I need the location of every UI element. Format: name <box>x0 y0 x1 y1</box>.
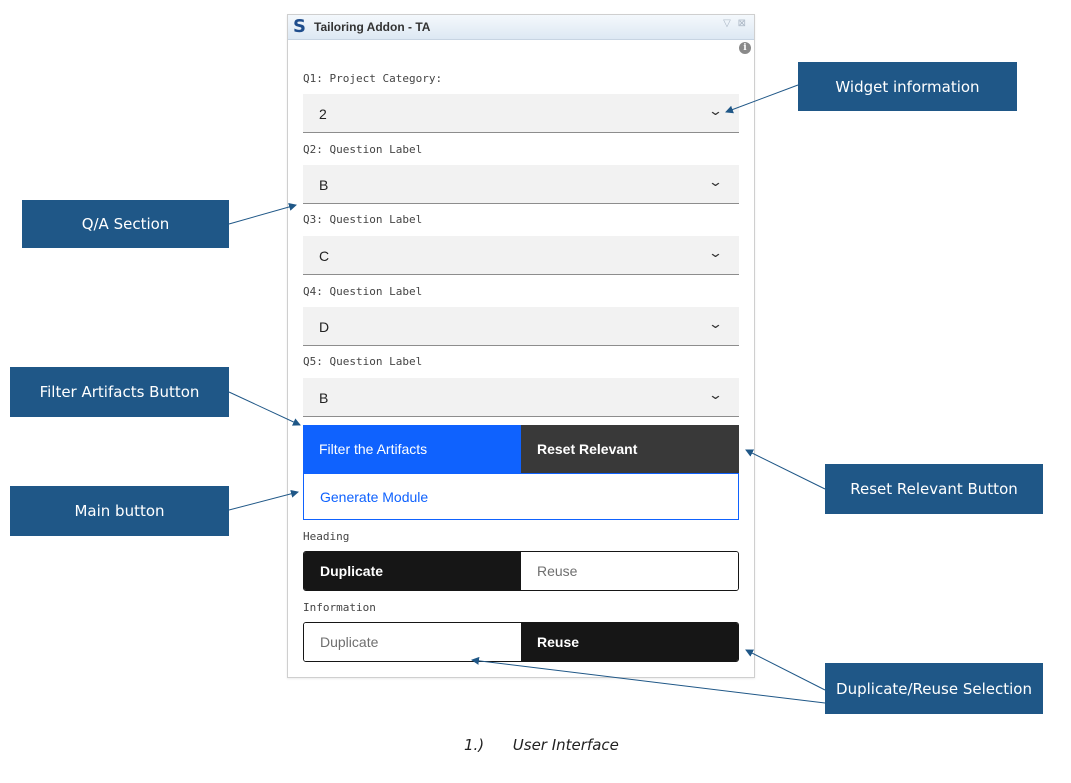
app-logo-icon: S <box>293 16 306 37</box>
select-value: D <box>319 319 330 335</box>
question-select-2[interactable]: B ⌄ <box>303 165 739 204</box>
information-toggle: Duplicate Reuse <box>303 622 739 662</box>
arrow-reset-button <box>745 449 826 490</box>
arrow-qa-section <box>228 203 297 225</box>
chevron-down-icon: ⌄ <box>707 174 724 189</box>
generate-module-button[interactable]: Generate Module <box>303 473 739 520</box>
question-label-3: Q3: Question Label <box>303 213 423 226</box>
chevron-down-icon: ⌄ <box>707 103 724 118</box>
callout-duplicate-reuse: Duplicate/Reuse Selection <box>825 663 1043 714</box>
question-label-4: Q4: Question Label <box>303 285 423 298</box>
question-label-1: Q1: Project Category: <box>303 72 443 85</box>
information-duplicate-option[interactable]: Duplicate <box>304 623 522 661</box>
info-icon[interactable]: i <box>739 42 751 54</box>
tailoring-addon-widget: S Tailoring Addon - TA ▽ ⊠ i Q1: Project… <box>287 14 755 678</box>
widget-titlebar: S Tailoring Addon - TA ▽ ⊠ <box>288 15 754 40</box>
question-label-5: Q5: Question Label <box>303 355 423 368</box>
figure-caption: 1.) User Interface <box>464 736 619 754</box>
callout-widget-information: Widget information <box>798 62 1017 111</box>
select-value: C <box>319 248 330 264</box>
question-select-1[interactable]: 2 ⌄ <box>303 94 739 133</box>
arrow-dup-reuse-right <box>745 649 826 691</box>
reset-relevant-button[interactable]: Reset Relevant <box>521 425 739 473</box>
question-label-2: Q2: Question Label <box>303 143 423 156</box>
heading-reuse-option[interactable]: Reuse <box>521 552 738 590</box>
chevron-down-icon: ⌄ <box>707 245 724 260</box>
arrow-main-button <box>228 489 299 511</box>
information-reuse-option[interactable]: Reuse <box>521 623 738 661</box>
filter-artifacts-button[interactable]: Filter the Artifacts <box>303 425 521 473</box>
select-value: B <box>319 390 329 406</box>
chevron-down-icon: ⌄ <box>707 387 724 402</box>
select-value: B <box>319 177 329 193</box>
arrow-dup-reuse-left <box>471 656 826 704</box>
callout-filter-artifacts: Filter Artifacts Button <box>10 367 229 417</box>
callout-reset-relevant: Reset Relevant Button <box>825 464 1043 514</box>
arrow-filter-button <box>228 391 301 426</box>
window-controls-icon[interactable]: ▽ ⊠ <box>723 18 748 29</box>
callout-qa-section: Q/A Section <box>22 200 229 248</box>
callout-main-button: Main button <box>10 486 229 536</box>
select-value: 2 <box>319 106 327 122</box>
question-select-5[interactable]: B ⌄ <box>303 378 739 417</box>
information-label: Information <box>303 601 376 614</box>
heading-toggle: Duplicate Reuse <box>303 551 739 591</box>
question-select-3[interactable]: C ⌄ <box>303 236 739 275</box>
heading-duplicate-option[interactable]: Duplicate <box>304 552 522 590</box>
widget-title: Tailoring Addon - TA <box>314 20 431 34</box>
chevron-down-icon: ⌄ <box>707 316 724 331</box>
question-select-4[interactable]: D ⌄ <box>303 307 739 346</box>
arrow-widget-info <box>725 84 799 114</box>
heading-label: Heading <box>303 530 350 543</box>
